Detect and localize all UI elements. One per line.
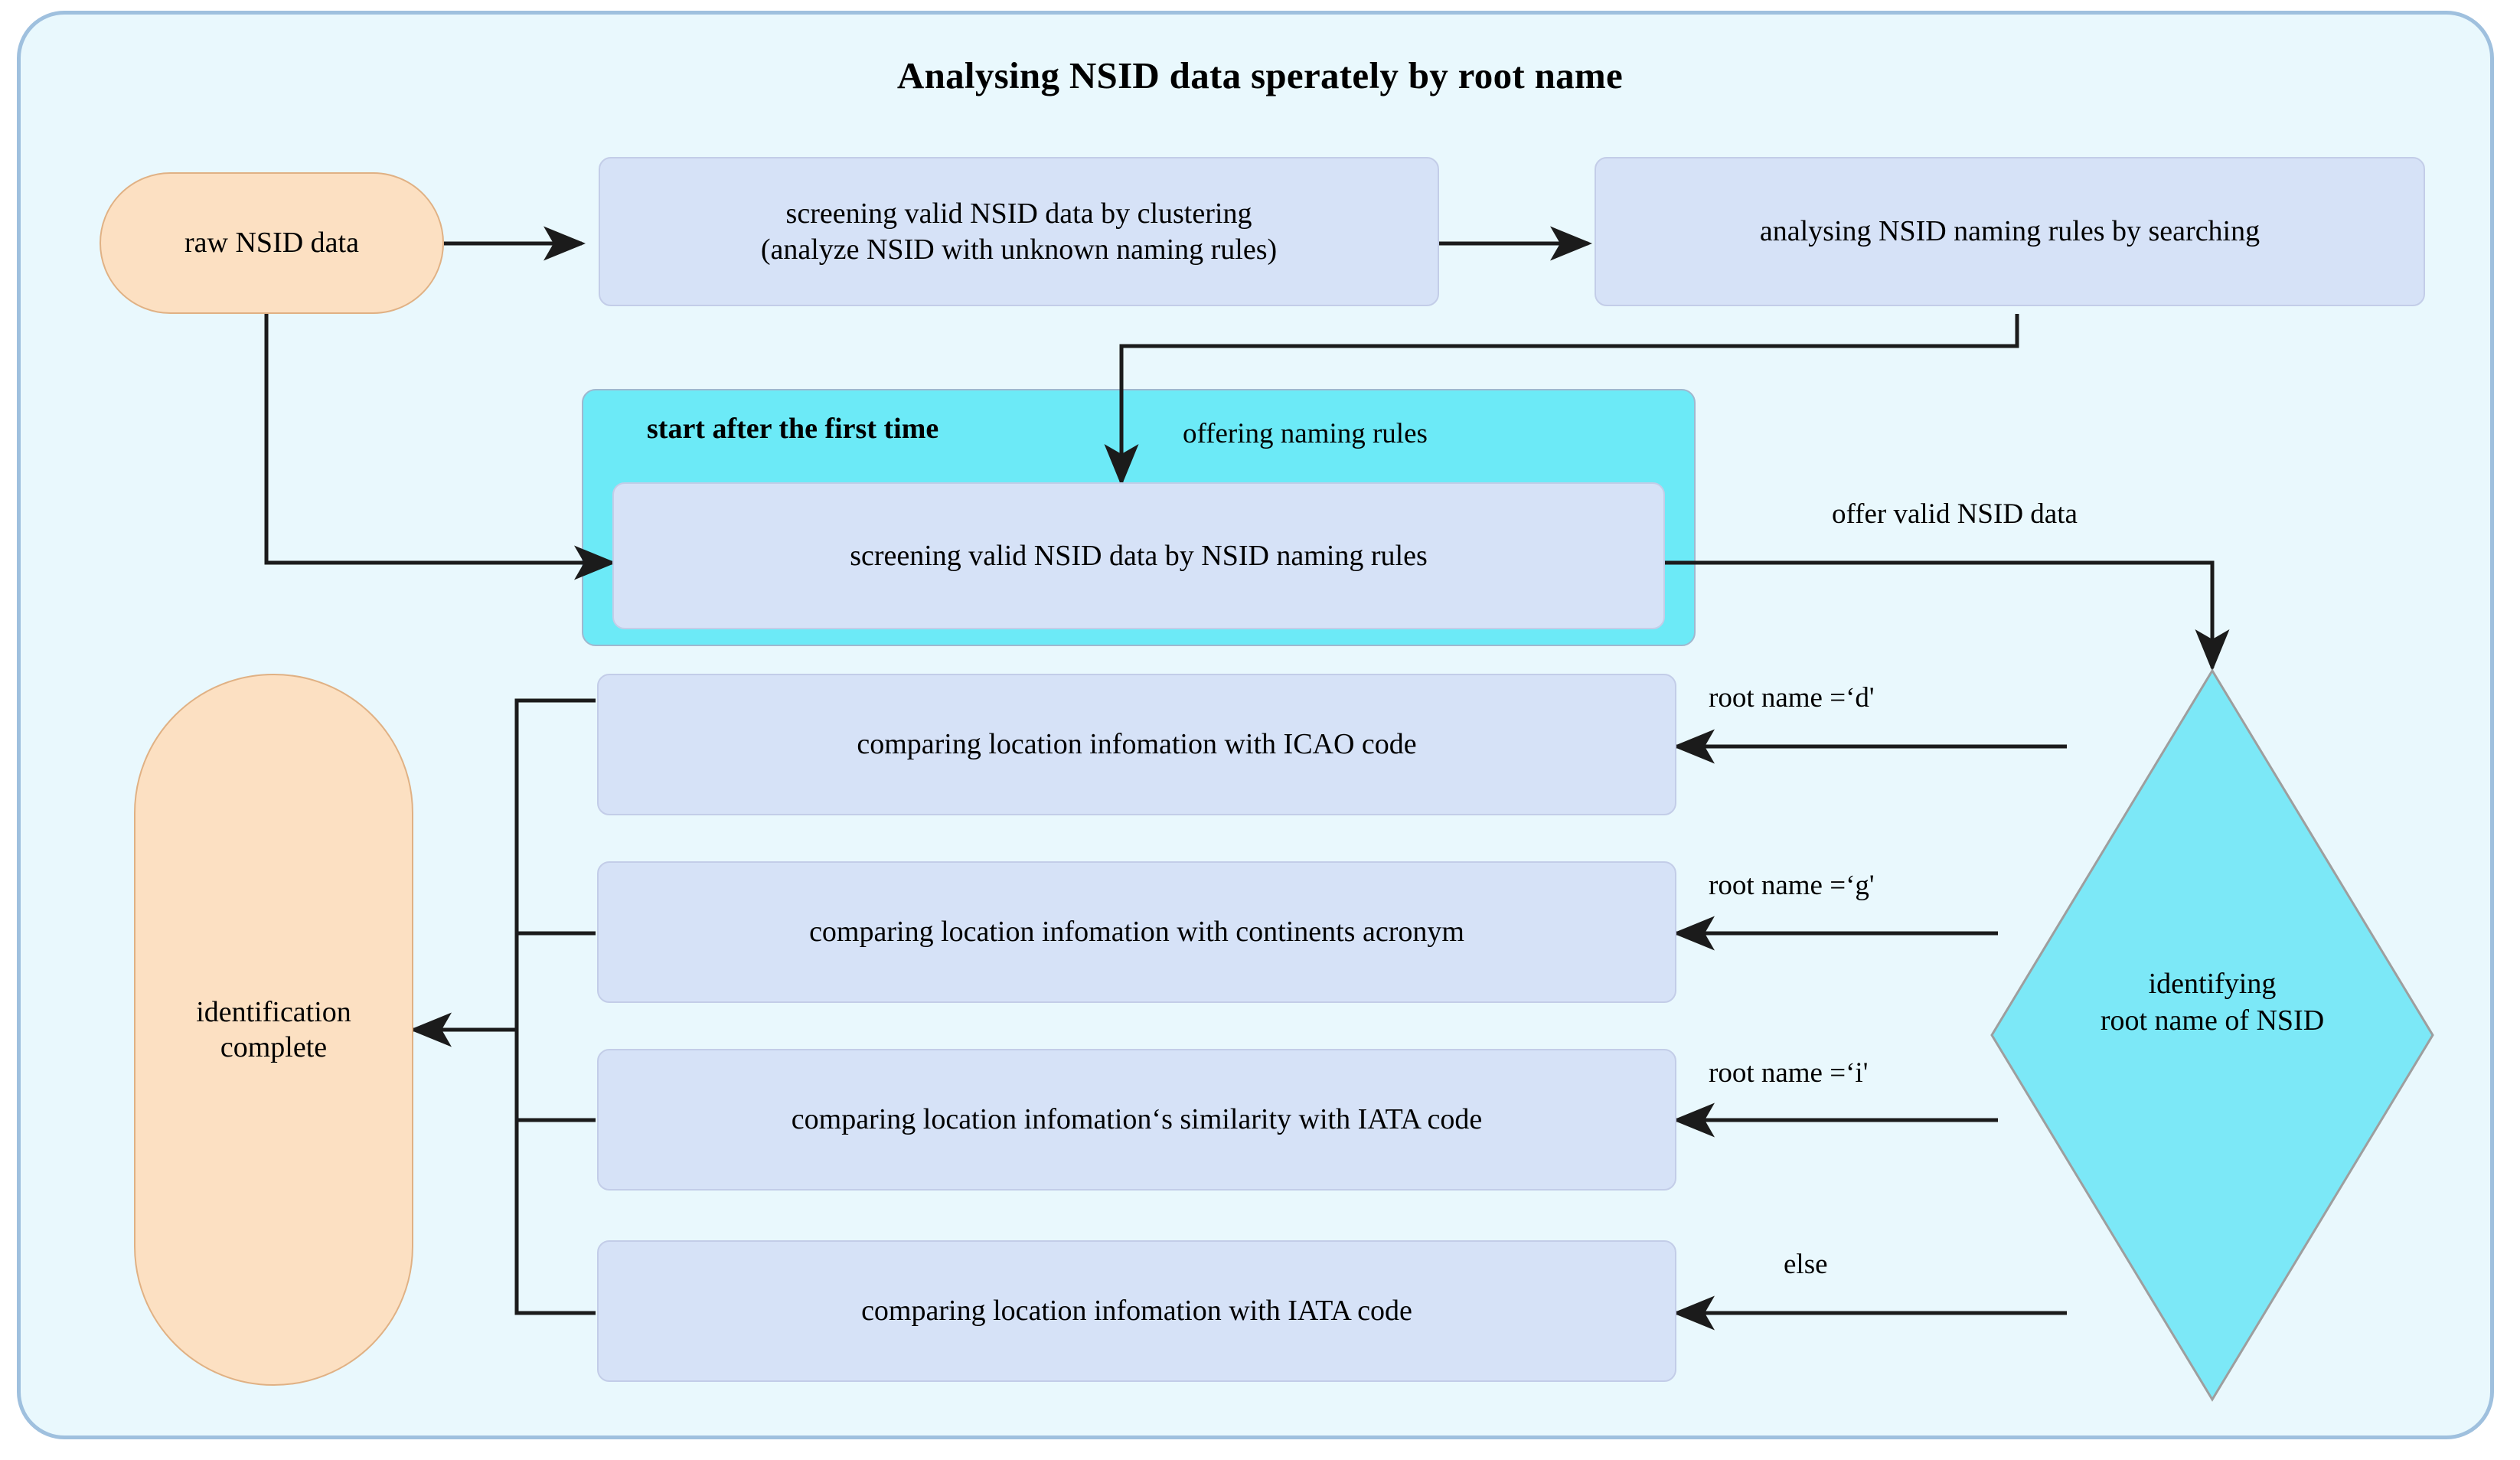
- node-compare-continents-label: comparing location infomation with conti…: [809, 916, 1464, 949]
- edge-label-root-name-i: root name =‘i': [1709, 1057, 1869, 1089]
- diamond-shape: [1990, 668, 2434, 1402]
- node-screening-by-naming-rules-label: screening valid NSID data by NSID naming…: [850, 539, 1428, 572]
- node-identification-complete-line2: complete: [220, 1031, 328, 1063]
- node-raw-nsid-data-label: raw NSID data: [184, 227, 359, 260]
- edge-label-root-name-d: root name =‘d': [1709, 682, 1875, 714]
- page-title: Analysing NSID data sperately by root na…: [896, 54, 1624, 96]
- node-compare-iata-label: comparing location infomation with IATA …: [861, 1295, 1412, 1328]
- node-screening-by-naming-rules[interactable]: screening valid NSID data by NSID naming…: [612, 482, 1665, 629]
- node-screening-by-clustering[interactable]: screening valid NSID data by clustering …: [599, 157, 1439, 306]
- node-analysing-naming-rules[interactable]: analysing NSID naming rules by searching: [1595, 157, 2425, 306]
- node-compare-iata-similarity[interactable]: comparing location infomation‘s similari…: [597, 1049, 1676, 1191]
- node-compare-icao[interactable]: comparing location infomation with ICAO …: [597, 674, 1676, 815]
- node-screening-by-clustering-line1: screening valid NSID data by clustering: [785, 198, 1252, 230]
- node-compare-continents[interactable]: comparing location infomation with conti…: [597, 861, 1676, 1003]
- node-identifying-root-name[interactable]: identifying root name of NSID: [1989, 668, 2436, 1403]
- node-raw-nsid-data[interactable]: raw NSID data: [100, 172, 444, 314]
- node-compare-iata[interactable]: comparing location infomation with IATA …: [597, 1240, 1676, 1382]
- edge-label-offering-naming-rules: offering naming rules: [1183, 418, 1428, 449]
- node-screening-by-clustering-line2: (analyze NSID with unknown naming rules): [760, 233, 1278, 266]
- node-compare-iata-similarity-label: comparing location infomation‘s similari…: [791, 1103, 1483, 1136]
- edge-label-root-name-g: root name =‘g': [1709, 870, 1875, 901]
- node-identification-complete-line1: identification: [196, 995, 351, 1028]
- edge-label-offer-valid-data: offer valid NSID data: [1832, 498, 2078, 530]
- subgraph-title: start after the first time: [647, 413, 939, 445]
- node-identification-complete[interactable]: identification complete: [134, 674, 413, 1386]
- node-analysing-naming-rules-label: analysing NSID naming rules by searching: [1759, 215, 2260, 248]
- edge-label-else: else: [1784, 1249, 1828, 1280]
- node-compare-icao-label: comparing location infomation with ICAO …: [857, 728, 1417, 761]
